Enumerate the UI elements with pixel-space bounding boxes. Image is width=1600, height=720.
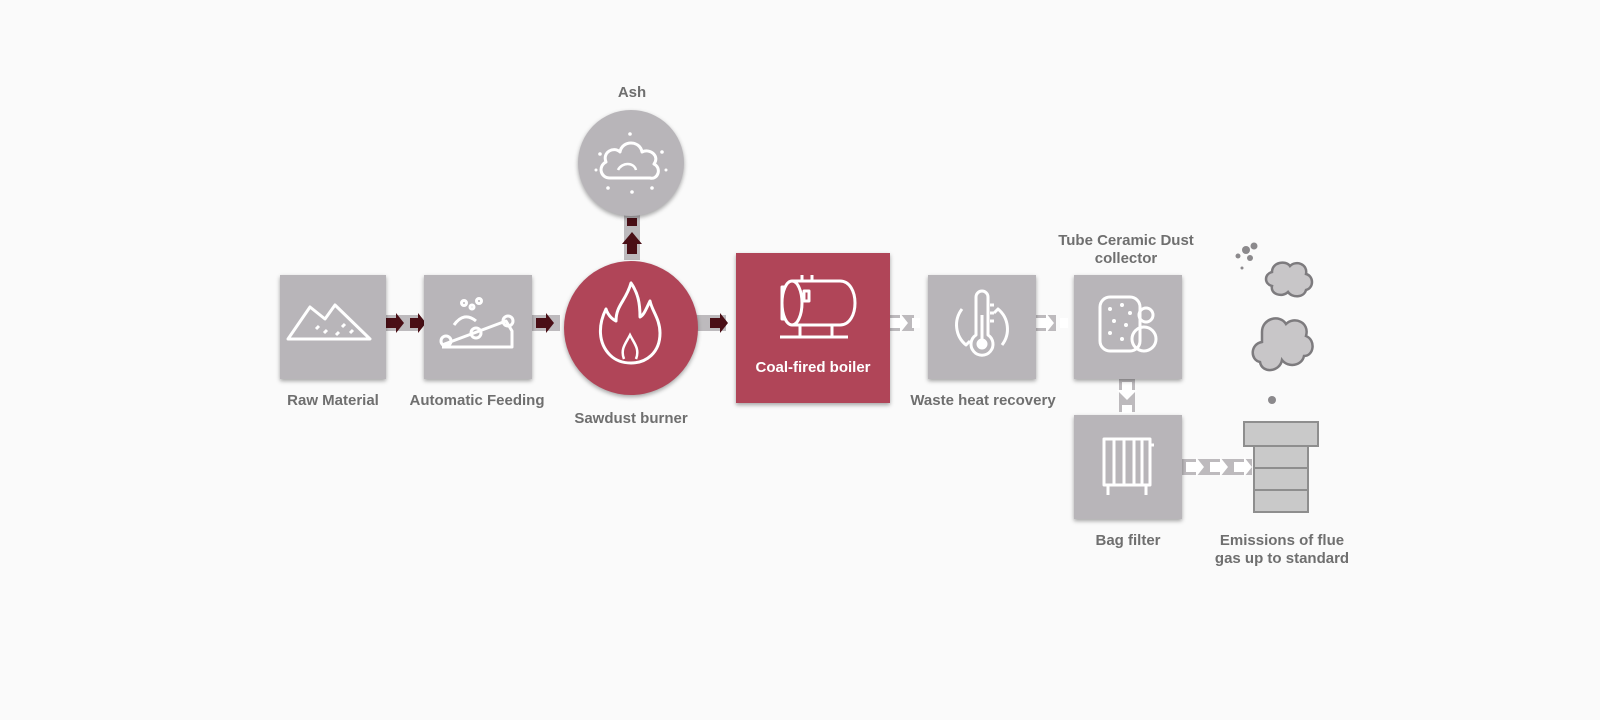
arrow-icon xyxy=(1036,313,1054,333)
thermometer-cycle-icon xyxy=(955,289,1009,357)
arrow-icon xyxy=(1060,318,1068,328)
mountains-icon xyxy=(286,303,372,341)
automatic-feeding-node xyxy=(424,275,532,379)
tube-ceramic-dust-collector-node xyxy=(1074,275,1182,379)
arrow-icon xyxy=(912,318,920,328)
automatic-feeding-label: Automatic Feeding xyxy=(409,392,545,409)
waste-heat-recovery-node xyxy=(928,275,1036,379)
arrow-icon xyxy=(386,313,404,333)
arrow-icon xyxy=(622,232,642,254)
coal-fired-boiler-node: Coal-fired boiler xyxy=(736,253,890,403)
arrow-icon xyxy=(890,313,908,333)
conveyor-icon xyxy=(439,297,515,349)
arrow-icon xyxy=(1234,457,1252,477)
boiler-tank-icon xyxy=(780,275,857,339)
sawdust-burner-node xyxy=(564,261,698,395)
raw-material-node xyxy=(280,275,386,379)
tube-ceramic-dust-collector-label: Tube Ceramic Dust collector xyxy=(1058,232,1194,267)
bag-filter-icon xyxy=(1102,437,1154,495)
arrow-icon xyxy=(536,313,554,333)
bag-filter-label: Bag filter xyxy=(1095,532,1161,549)
chimney-smoke-icon xyxy=(1235,242,1319,513)
coal-fired-boiler-label: Coal-fired boiler xyxy=(755,359,871,376)
ash-label: Ash xyxy=(617,84,647,101)
arrow-icon xyxy=(1122,405,1132,413)
flame-icon xyxy=(599,281,662,365)
raw-material-label: Raw Material xyxy=(287,392,379,409)
waste-heat-recovery-label: Waste heat recovery xyxy=(910,392,1056,409)
sawdust-burner-label: Sawdust burner xyxy=(574,410,688,427)
bag-filter-node xyxy=(1074,415,1182,519)
dust-collector-icon xyxy=(1098,295,1158,353)
arrow-icon xyxy=(1210,457,1228,477)
arrow-icon xyxy=(627,218,637,226)
arrow-icon xyxy=(710,313,728,333)
ash-node xyxy=(578,110,684,216)
emissions-label: Emissions of flue gas up to standard xyxy=(1214,532,1350,567)
cloud-icon xyxy=(594,132,668,194)
arrow-icon xyxy=(1117,382,1137,400)
arrow-icon xyxy=(410,313,426,333)
arrow-icon xyxy=(1186,457,1204,477)
